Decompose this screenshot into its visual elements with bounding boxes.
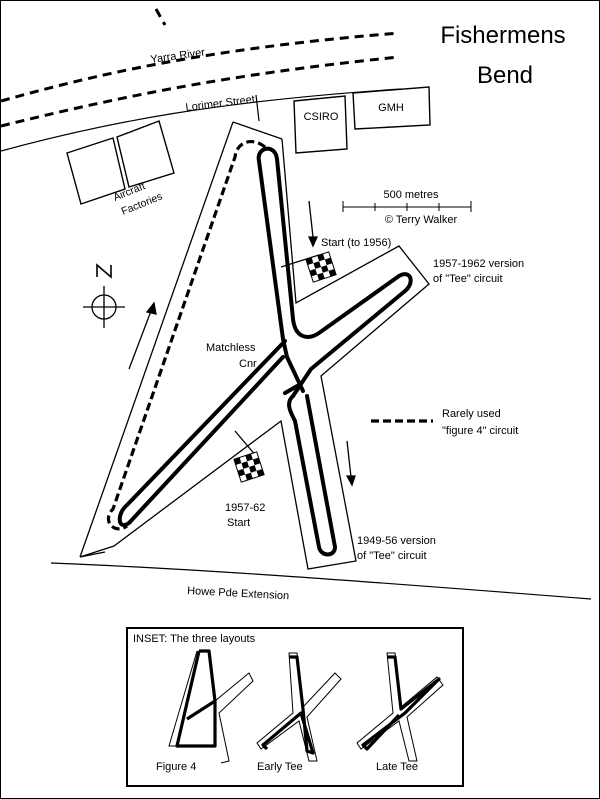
checkered-flag-icon (305, 251, 337, 283)
howe-label: Howe Pde Extension (187, 585, 290, 602)
rarely-label-2: "figure 4" circuit (442, 425, 518, 437)
figure4-circuit (106, 139, 267, 531)
map-title-line2: Bend (477, 62, 533, 89)
credit-label: © Terry Walker (385, 214, 458, 226)
matchless-label-1: Matchless (206, 342, 256, 354)
inset-label-early-tee: Early Tee (257, 761, 303, 773)
rarely-label-1: Rarely used (442, 408, 501, 420)
inset-label-late-tee: Late Tee (376, 761, 418, 773)
howe-pde-road (50, 562, 592, 600)
inset-box (126, 627, 464, 787)
airfield-outline (79, 121, 430, 570)
scale-label: 500 metres (383, 189, 439, 201)
tee-circuit (117, 146, 413, 557)
aircraft-factories (66, 120, 175, 205)
csiro-building (293, 95, 348, 154)
v5762-label-1: 1957-1962 version (433, 258, 524, 270)
arrow-down-icon (307, 236, 319, 248)
inset-title: INSET: The three layouts (133, 633, 256, 645)
buildings (293, 86, 431, 154)
start-old-label: Start (to 1956) (321, 237, 391, 249)
direction-arrows (128, 200, 356, 487)
inset-late-tee (356, 652, 444, 762)
v5762-label-2: of "Tee" circuit (433, 273, 503, 285)
inset-label-figure4: Figure 4 (156, 761, 196, 773)
v4956-label-2: of "Tee" circuit (357, 550, 427, 562)
lorimer-label: Lorimer Street (185, 94, 256, 114)
checkered-flag-icon (233, 451, 265, 483)
gmh-building (352, 86, 431, 130)
arrow-down-icon (346, 440, 352, 478)
start-new-label-1: 1957-62 (225, 502, 265, 514)
inset-figure4 (168, 649, 254, 764)
matchless-label-2: Cnr (239, 358, 257, 370)
river-label: Yarra River (150, 46, 206, 66)
yarra-river (1, 8, 400, 128)
arrow-down-icon (308, 200, 314, 238)
gmh-label: GMH (378, 102, 404, 114)
arrow-up-icon (128, 310, 152, 370)
start-new-label-2: Start (227, 517, 250, 529)
arrow-up-icon (145, 301, 157, 315)
csiro-label: CSIRO (304, 111, 339, 123)
lorimer-street (1, 88, 402, 152)
map-title-line1: Fishermens (440, 22, 565, 49)
arrow-down-icon (345, 475, 356, 487)
v4956-label-1: 1949-56 version (357, 535, 436, 547)
scale-bar (342, 201, 472, 212)
inset-early-tee (256, 652, 342, 762)
compass-icon (83, 263, 125, 328)
